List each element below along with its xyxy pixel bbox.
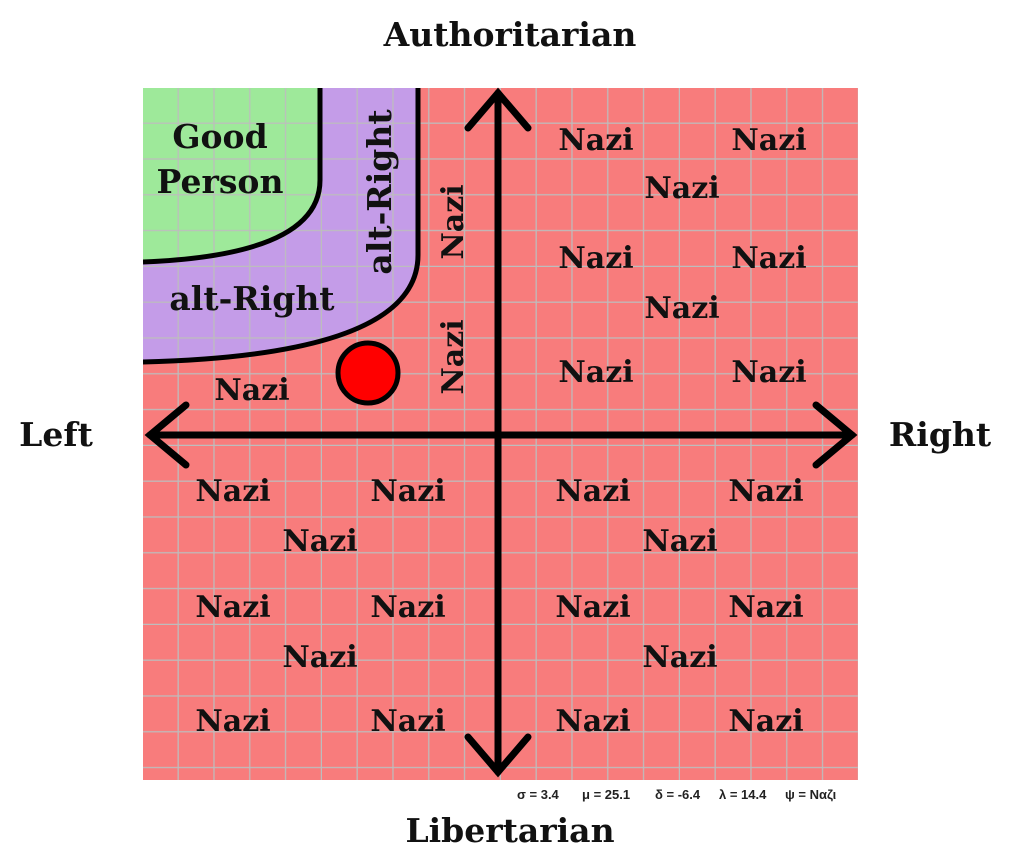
- nazi-label: Nazi: [731, 355, 806, 390]
- axis-label-bottom: Libertarian: [405, 811, 614, 850]
- nazi-label: Nazi: [558, 355, 633, 390]
- nazi-label: Nazi: [555, 474, 630, 509]
- nazi-label: Nazi: [644, 171, 719, 206]
- nazi-label: Nazi: [370, 590, 445, 625]
- nazi-label: Nazi: [555, 704, 630, 739]
- stat-mu: μ = 25.1: [582, 787, 630, 802]
- alt-right-boundary: [143, 88, 421, 365]
- axis-label-top: Authoritarian: [383, 15, 637, 54]
- nazi-label: Nazi: [282, 640, 357, 675]
- nazi-label: Nazi: [728, 474, 803, 509]
- nazi-label: Nazi: [214, 373, 289, 408]
- nazi-label: Nazi: [436, 319, 471, 394]
- nazi-label: Nazi: [731, 241, 806, 276]
- nazi-label: Nazi: [436, 184, 471, 259]
- good-person-label-2: Person: [157, 162, 284, 201]
- stat-sigma: σ = 3.4: [517, 787, 560, 802]
- stat-delta: δ = -6.4: [655, 787, 701, 802]
- stat-psi: ψ = Ναζι: [785, 787, 837, 802]
- nazi-label: Nazi: [642, 524, 717, 559]
- good-person-boundary: [143, 88, 323, 265]
- alt-right-label-horizontal: alt-Right: [169, 279, 335, 318]
- good-person-label: Good: [172, 117, 267, 156]
- stat-lambda: λ = 14.4: [719, 787, 767, 802]
- nazi-label: Nazi: [642, 640, 717, 675]
- nazi-label: Nazi: [644, 291, 719, 326]
- nazi-label: Nazi: [728, 590, 803, 625]
- stats-line: σ = 3.4 μ = 25.1 δ = -6.4 λ = 14.4 ψ = Ν…: [517, 787, 837, 802]
- alt-right-label-vertical: alt-Right: [360, 109, 399, 275]
- nazi-labels: Nazi Nazi Nazi Nazi Nazi Nazi Nazi Nazi …: [195, 123, 806, 739]
- nazi-label: Nazi: [728, 704, 803, 739]
- position-marker: [335, 340, 401, 406]
- nazi-label: Nazi: [195, 590, 270, 625]
- vertical-axis: [464, 87, 532, 778]
- nazi-label: Nazi: [731, 123, 806, 158]
- nazi-label: Nazi: [370, 474, 445, 509]
- axis-label-left: Left: [19, 415, 93, 454]
- nazi-label: Nazi: [555, 590, 630, 625]
- axis-label-right: Right: [889, 415, 992, 454]
- nazi-label: Nazi: [195, 704, 270, 739]
- nazi-label: Nazi: [370, 704, 445, 739]
- nazi-label: Nazi: [558, 241, 633, 276]
- nazi-label: Nazi: [558, 123, 633, 158]
- nazi-label: Nazi: [195, 474, 270, 509]
- nazi-label: Nazi: [282, 524, 357, 559]
